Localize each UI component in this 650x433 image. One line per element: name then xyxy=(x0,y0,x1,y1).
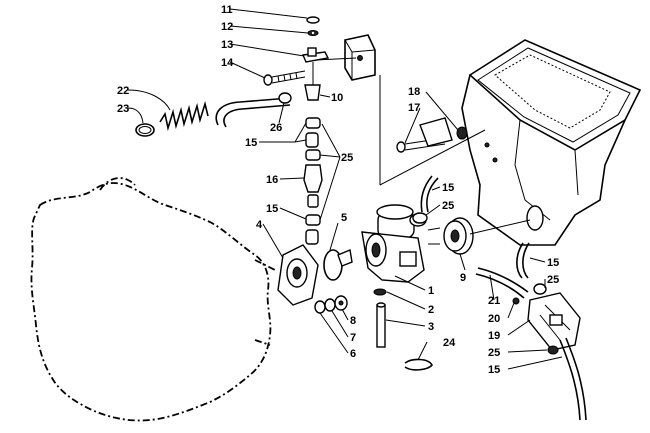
callout-7: 7 xyxy=(350,332,356,344)
callout-25-d: 25 xyxy=(488,347,500,359)
washer-11 xyxy=(306,16,320,24)
callout-12: 12 xyxy=(221,21,233,33)
callout-labels: 11 12 13 14 10 22 23 26 15 25 16 15 4 5 … xyxy=(117,4,559,376)
washer-6 xyxy=(314,300,326,314)
hose-21 xyxy=(477,267,529,293)
callout-16: 16 xyxy=(266,174,278,186)
filter-16 xyxy=(303,164,323,193)
callout-21: 21 xyxy=(488,295,500,307)
clamp-25-e xyxy=(547,345,559,355)
callout-11: 11 xyxy=(221,4,233,16)
callout-9: 9 xyxy=(460,272,466,284)
callout-15-c: 15 xyxy=(442,182,454,194)
callout-15-a: 15 xyxy=(245,137,257,149)
screw-14 xyxy=(263,70,306,86)
hose-15-bottom xyxy=(559,339,581,421)
callout-2: 2 xyxy=(428,304,434,316)
part-20 xyxy=(512,297,520,305)
callout-14: 14 xyxy=(221,57,234,69)
callout-25-c: 25 xyxy=(547,274,559,286)
callout-22: 22 xyxy=(117,85,129,97)
callout-4: 4 xyxy=(256,219,263,231)
airbox xyxy=(461,39,642,246)
callout-26: 26 xyxy=(270,122,282,134)
clamp-5 xyxy=(323,249,353,281)
callout-24: 24 xyxy=(443,337,456,349)
hose-15-top xyxy=(215,97,291,126)
valve-19 xyxy=(527,292,581,351)
clip-2 xyxy=(373,288,387,296)
clamp-25-b xyxy=(305,149,321,161)
clamp-25-c xyxy=(412,212,428,224)
flange-4 xyxy=(277,244,319,306)
screw-17 xyxy=(396,137,446,153)
ring-23 xyxy=(135,123,155,137)
callout-18: 18 xyxy=(408,86,420,98)
callout-3: 3 xyxy=(428,321,434,333)
callout-15-e: 15 xyxy=(488,364,500,376)
leader-lines xyxy=(127,8,563,370)
callout-15-d: 15 xyxy=(547,257,559,269)
clip-26 xyxy=(278,92,292,104)
clip-24 xyxy=(404,358,433,371)
bracket-plate xyxy=(419,117,453,147)
callout-5: 5 xyxy=(341,212,347,224)
hose-15-lower-right xyxy=(516,242,524,279)
engine-outline xyxy=(30,182,272,422)
spring-22 xyxy=(159,101,209,132)
washer-7 xyxy=(324,298,336,312)
spacer-18 xyxy=(456,126,468,140)
callout-19: 19 xyxy=(488,330,500,342)
fitting-10 xyxy=(304,84,321,101)
callout-1: 1 xyxy=(428,285,434,297)
callout-25-a: 25 xyxy=(341,152,353,164)
callout-8: 8 xyxy=(350,315,356,327)
bracket xyxy=(344,34,376,81)
hose-15-right xyxy=(426,177,439,213)
callout-17: 17 xyxy=(408,102,420,114)
clamp-25-a xyxy=(305,117,321,129)
carburetor-1 xyxy=(361,204,427,283)
callout-13: 13 xyxy=(221,39,233,51)
engine-detail xyxy=(99,177,276,346)
callout-23: 23 xyxy=(117,103,129,115)
boot-9 xyxy=(427,217,474,255)
callout-15-b: 15 xyxy=(266,203,278,215)
callout-25-b: 25 xyxy=(442,200,454,212)
callout-6: 6 xyxy=(350,348,356,360)
needle-3 xyxy=(376,302,386,348)
callout-20: 20 xyxy=(488,313,500,325)
callout-10: 10 xyxy=(331,92,343,104)
clamp-25-d xyxy=(533,283,547,295)
